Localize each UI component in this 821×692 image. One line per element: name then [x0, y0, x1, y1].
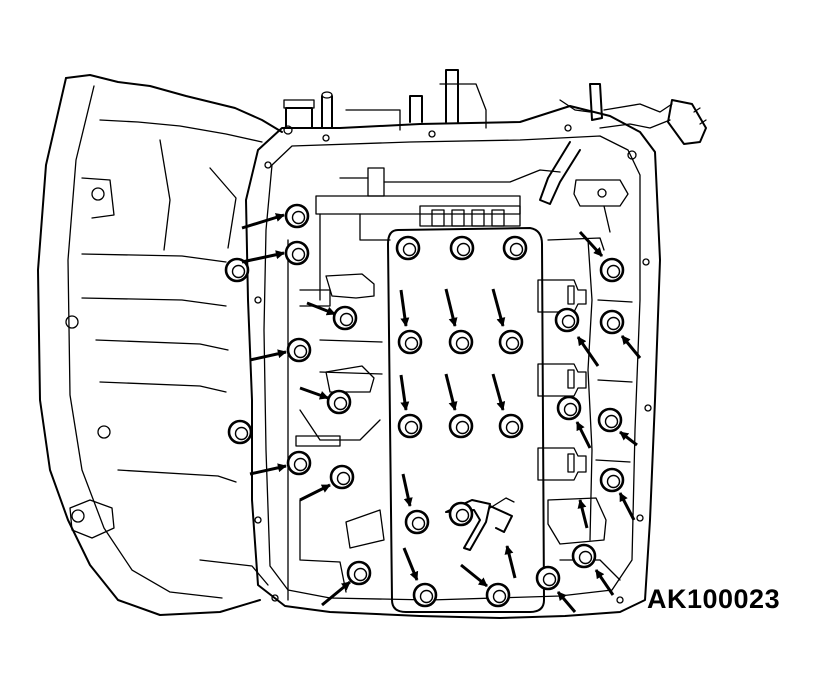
- bolt-arrow: [576, 336, 600, 367]
- bolt-arrow: [399, 289, 410, 327]
- bolt-arrow: [241, 250, 285, 264]
- bolt-arrow: [321, 580, 351, 607]
- bolt-head: [502, 235, 528, 261]
- bolt-arrow: [399, 374, 410, 411]
- bolt-arrow: [402, 547, 419, 581]
- bolt-head: [326, 389, 352, 415]
- bolt-arrow: [578, 230, 604, 258]
- bolt-heads: [224, 203, 625, 608]
- upper-valve-body: [287, 167, 561, 601]
- bolt-head: [571, 543, 597, 569]
- bolt-head: [448, 501, 474, 527]
- bolt-head: [224, 257, 250, 283]
- bolt-arrow: [444, 373, 458, 411]
- bolt-arrow: [618, 492, 636, 521]
- bolt-arrow: [491, 288, 506, 327]
- bolt-arrow: [299, 386, 329, 400]
- bolt-head: [332, 305, 358, 331]
- bolt-arrow: [444, 288, 458, 327]
- bolt-head: [412, 582, 438, 608]
- bolt-head: [346, 560, 372, 586]
- transmission-case: [37, 74, 283, 616]
- bolt-arrow: [460, 563, 488, 588]
- bolt-arrow: [241, 213, 285, 230]
- bolt-head: [599, 467, 625, 493]
- bolt-head: [284, 203, 310, 229]
- bolt-head: [599, 309, 625, 335]
- bolt-head: [498, 413, 524, 439]
- bolt-arrows: [241, 213, 642, 613]
- bolt-head: [498, 329, 524, 355]
- bolt-arrow: [575, 421, 592, 449]
- bolt-arrow: [556, 591, 577, 613]
- bolt-head: [597, 407, 623, 433]
- bolt-head: [485, 582, 511, 608]
- bolt-head: [397, 413, 423, 439]
- bolt-arrow: [401, 473, 413, 507]
- bolt-head: [554, 307, 580, 333]
- bolt-head: [286, 450, 312, 476]
- bolt-head: [449, 235, 475, 261]
- bolt-arrow: [299, 483, 331, 502]
- bolt-head: [599, 257, 625, 283]
- bolt-arrow: [306, 301, 336, 316]
- bolt-head: [395, 235, 421, 261]
- bolt-arrow: [577, 499, 589, 529]
- bolt-head: [284, 240, 310, 266]
- bolt-arrow: [249, 463, 287, 476]
- bolt-arrow: [620, 335, 642, 359]
- bolt-head: [286, 337, 312, 363]
- bolt-head: [329, 464, 355, 490]
- bolt-head: [556, 395, 582, 421]
- bolt-arrow: [491, 373, 506, 411]
- bolt-arrow: [594, 569, 615, 596]
- bolt-head: [448, 413, 474, 439]
- separator-plate: [387, 227, 545, 613]
- bolt-head: [448, 329, 474, 355]
- top-fittings: [283, 69, 707, 233]
- figure-code: AK100023: [647, 584, 781, 614]
- bolt-head: [404, 509, 430, 535]
- bolt-arrow: [249, 349, 287, 362]
- bolt-head: [397, 329, 423, 355]
- bolt-arrow: [619, 430, 638, 447]
- bolt-head: [227, 419, 253, 445]
- bolt-head: [535, 565, 561, 591]
- right-valve-body: [537, 237, 633, 581]
- bolt-arrow: [504, 545, 517, 579]
